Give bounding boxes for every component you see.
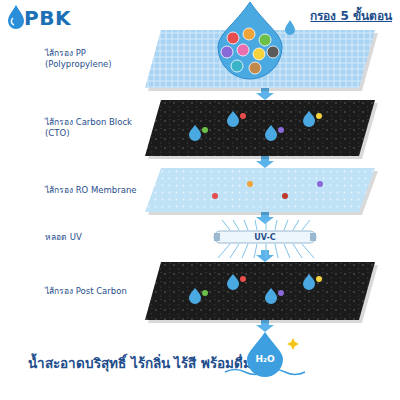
caption-text: น้ำสะอาดบริสุทธิ์ ไร้กลิ่น ไร้สี พร้อมดื… xyxy=(28,352,252,374)
flow-arrow xyxy=(256,250,274,262)
water-formula: H₂O xyxy=(245,354,285,364)
filter-layer: ไส้กรอง Post Carbon xyxy=(45,262,375,320)
layer-label: ไส้กรอง Post Carbon xyxy=(45,286,137,297)
layer-label: หลอด UV xyxy=(45,232,137,243)
layer-label: ไส้กรอง PP (Polypropylene) xyxy=(45,48,137,69)
carbon-sheet xyxy=(145,262,375,320)
water-drop-node: H₂O xyxy=(245,332,285,376)
lamp-label: UV-C xyxy=(254,233,275,242)
layer-label: ไส้กรอง RO Membrane xyxy=(45,185,137,196)
filter-layer: ไส้กรอง PP (Polypropylene) xyxy=(45,30,375,88)
filter-layer: ไส้กรอง Carbon Block (CTO) xyxy=(45,100,375,156)
layer-label: ไส้กรอง Carbon Block (CTO) xyxy=(45,117,137,138)
filter-layer: ไส้กรอง RO Membrane xyxy=(45,168,375,212)
filter-sheet xyxy=(145,168,375,212)
carbon-sheet xyxy=(145,100,375,156)
uv-lamp-node: หลอด UV UV-C xyxy=(45,224,375,250)
brand-logo: PBK xyxy=(24,6,71,30)
filter-sheet xyxy=(145,30,375,88)
logo-drop xyxy=(6,4,26,30)
title-text: กรอง 5 ขั้นตอน xyxy=(310,6,392,25)
